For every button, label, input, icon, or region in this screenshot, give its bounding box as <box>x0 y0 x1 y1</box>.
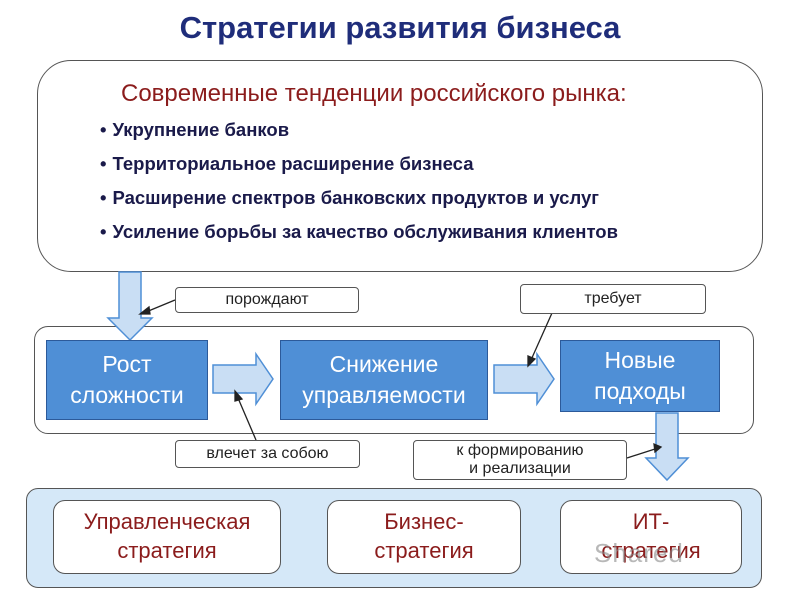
trend-item-label: Укрупнение банков <box>112 119 290 140</box>
bullet-icon: • <box>100 153 107 174</box>
box-label-line1: Снижение <box>329 350 439 377</box>
callout-entails: влечет за собою <box>175 440 360 468</box>
strategy-label-line2: стратегия <box>374 538 474 563</box>
callout-formation-line1: к формированию <box>456 441 584 459</box>
page-title: Стратегии развития бизнеса <box>179 10 621 45</box>
new-approaches-box: Новые подходы <box>560 340 720 412</box>
callout-formation: к формированию и реализации <box>413 440 627 480</box>
trend-item-label: Усиление борьбы за качество обслуживания… <box>112 221 618 242</box>
callout-requires: требует <box>520 284 706 314</box>
list-item: •Расширение спектров банковских продукто… <box>100 184 618 218</box>
business-strategy-box: Бизнес- стратегия <box>327 500 521 574</box>
trends-heading: Современные тенденции российского рынка: <box>121 80 627 107</box>
box-label-line2: сложности <box>70 382 184 408</box>
trend-item-label: Расширение спектров банковских продуктов… <box>112 187 599 208</box>
strategy-label-line2: стратегия <box>601 538 701 563</box>
it-strategy-box: ИТ- стратегия <box>560 500 742 574</box>
down-arrow-icon <box>644 412 690 482</box>
watermark: Shared <box>594 538 684 568</box>
strategy-label-line2: стратегия <box>117 538 217 563</box>
strategy-label-line1: Управленческая <box>83 509 251 535</box>
box-label-line2: подходы <box>594 378 686 404</box>
callout-generate: порождают <box>175 287 359 313</box>
strategy-label-line1: ИТ- <box>632 509 670 535</box>
trends-panel <box>37 60 763 272</box>
bullet-icon: • <box>100 187 107 208</box>
right-arrow-icon <box>212 351 274 407</box>
trend-item-label: Территориальное расширение бизнеса <box>112 153 474 174</box>
management-strategy-box: Управленческая стратегия <box>53 500 281 574</box>
down-arrow-icon <box>106 271 154 342</box>
complexity-growth-box: Рост сложности <box>46 340 208 420</box>
strategy-label-line1: Бизнес- <box>384 509 464 535</box>
box-label-line1: Новые <box>604 346 676 373</box>
bullet-icon: • <box>100 119 107 140</box>
callout-formation-line2: и реализации <box>469 460 571 477</box>
bullet-icon: • <box>100 221 107 242</box>
list-item: •Территориальное расширение бизнеса <box>100 150 618 184</box>
list-item: •Укрупнение банков <box>100 116 618 150</box>
manageability-decrease-box: Снижение управляемости <box>280 340 488 420</box>
box-label-line2: управляемости <box>302 382 466 408</box>
trends-list: •Укрупнение банков •Территориальное расш… <box>100 116 618 252</box>
box-label-line1: Рост <box>102 350 152 377</box>
right-arrow-icon <box>493 351 555 407</box>
list-item: •Усиление борьбы за качество обслуживани… <box>100 218 618 252</box>
